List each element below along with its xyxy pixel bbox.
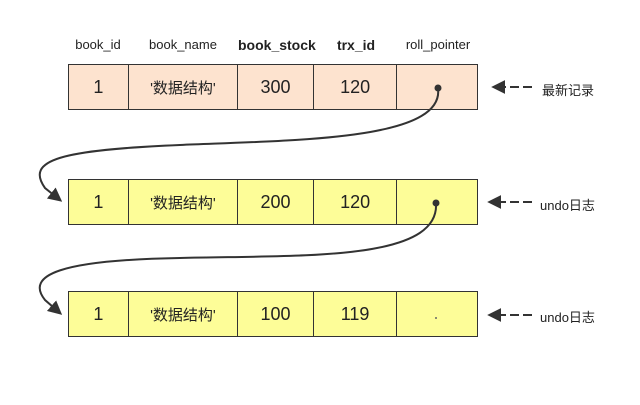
label-latest-record: 最新记录 bbox=[542, 83, 595, 98]
undo-log-row-2: 1 '数据结构' 100 119 bbox=[68, 291, 478, 337]
latest-record-row: 1 '数据结构' 300 120 bbox=[68, 64, 478, 110]
header-trx-id: trx_id bbox=[336, 37, 376, 53]
roll-pointer-arrow-1 bbox=[38, 87, 440, 202]
label-undo-log-2: undo日志 bbox=[540, 310, 595, 325]
cell-book-name: '数据结构' bbox=[129, 65, 239, 109]
cell-book-id: 1 bbox=[69, 292, 129, 336]
cell-trx-id: 120 bbox=[314, 65, 398, 109]
cell-book-id: 1 bbox=[69, 65, 129, 109]
connector-overlay bbox=[38, 80, 532, 322]
label-undo-log-1: undo日志 bbox=[540, 198, 595, 213]
cell-book-stock: 200 bbox=[238, 180, 314, 224]
cell-trx-id: 120 bbox=[314, 180, 398, 224]
cell-book-name: '数据结构' bbox=[129, 180, 239, 224]
header-book-id: book_id bbox=[75, 37, 121, 52]
roll-pointer-dot-3 bbox=[435, 317, 437, 319]
cell-book-stock: 300 bbox=[238, 65, 314, 109]
header-book-stock: book_stock bbox=[238, 37, 316, 53]
cell-book-stock: 100 bbox=[238, 292, 314, 336]
roll-pointer-arrow-2 bbox=[38, 202, 438, 315]
cell-book-name: '数据结构' bbox=[129, 292, 239, 336]
header-book-name: book_name bbox=[149, 37, 217, 52]
header-roll-pointer: roll_pointer bbox=[405, 37, 471, 52]
undo-log-version-chain: book_id book_name book_stock trx_id roll… bbox=[38, 37, 595, 337]
cell-book-id: 1 bbox=[69, 180, 129, 224]
cell-trx-id: 119 bbox=[314, 292, 398, 336]
undo-log-row-1: 1 '数据结构' 200 120 bbox=[68, 179, 478, 225]
